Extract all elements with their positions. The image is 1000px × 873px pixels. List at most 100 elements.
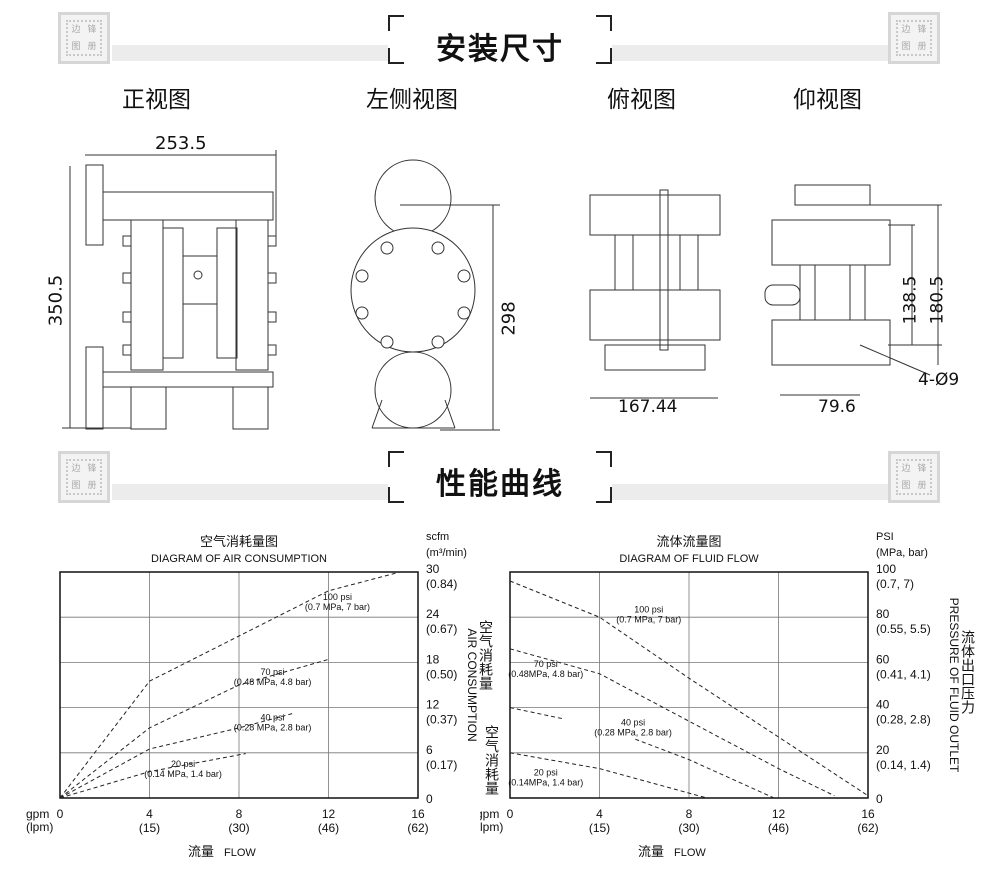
x-tick-label-lpm: (30) — [678, 821, 699, 835]
x-tick-label: 0 — [507, 807, 514, 821]
bracket-corner — [388, 48, 404, 64]
manifold-top — [771, 219, 891, 266]
manifold-bottom — [102, 371, 274, 388]
y-unit: PSI — [876, 531, 894, 543]
series-line-100-psi — [509, 580, 869, 797]
chart-title: DIAGRAM OF AIR CONSUMPTION — [151, 553, 327, 565]
series-label: 40 psi — [261, 712, 285, 722]
series-sublabel: (0.28 MPa, 2.8 bar) — [234, 722, 312, 732]
manifold-top — [589, 194, 721, 236]
y-tick-label: 18 — [426, 652, 440, 666]
chamber — [614, 234, 634, 291]
y-unit: scfm — [426, 531, 449, 543]
bottom-view-label: 仰视图 — [793, 87, 862, 113]
series-label: 70 psi — [261, 667, 285, 677]
x-tick-label-lpm: (62) — [857, 821, 878, 835]
leader-line — [859, 344, 931, 376]
center-rod — [659, 189, 669, 351]
y-tick-label: 12 — [426, 698, 440, 712]
flange — [794, 184, 871, 206]
bracket-corner — [596, 451, 612, 467]
manifold-bottom — [771, 319, 891, 366]
y-tick-label-2: (0.84) — [426, 577, 457, 591]
series-line-70-psi — [509, 648, 835, 797]
stand — [371, 399, 456, 429]
bracket-corner — [596, 15, 612, 31]
foot — [232, 386, 269, 430]
x-tick-label: 16 — [861, 807, 875, 821]
y-unit-2: (m³/min) — [426, 547, 467, 559]
bracket-corner — [388, 15, 404, 31]
series-line-100-psi — [59, 571, 401, 799]
y-tick-label: 0 — [876, 792, 883, 806]
x-tick-label: 4 — [146, 807, 153, 821]
logo-char: 图 — [71, 481, 81, 491]
chamber-right — [235, 219, 269, 371]
brand-logo: 边锋图册 — [58, 451, 110, 503]
port-outline — [374, 159, 452, 237]
logo-char: 册 — [87, 481, 97, 491]
flange — [604, 344, 706, 371]
technical-drawings — [62, 150, 942, 431]
x-tick-label: 12 — [322, 807, 336, 821]
bolts — [122, 235, 277, 356]
series-sublabel: (0.7 MPa, 7 bar) — [305, 602, 370, 612]
brand-logo: 边锋图册 — [888, 451, 940, 503]
x-tick-label-lpm: (30) — [228, 821, 249, 835]
x-label: FLOW — [224, 847, 256, 859]
logo-char: 锋 — [917, 464, 927, 474]
y-label-cn: 空气消耗量 — [478, 620, 494, 690]
series-line-20-psi — [59, 753, 246, 799]
logo-char: 册 — [87, 42, 97, 52]
chamber — [679, 234, 699, 291]
series-line-40-psi — [509, 707, 564, 720]
logo-char: 边 — [71, 25, 81, 35]
chamber-left — [130, 219, 164, 371]
series-line-70-psi — [59, 658, 329, 799]
y-tick-label-2: (0.14, 1.4) — [876, 758, 931, 772]
bottom-view-drawing — [764, 184, 942, 396]
dim-bottom-outer-height: 180.5 — [927, 275, 948, 325]
chamber — [799, 264, 816, 321]
section-title-performance: 性能曲线 — [388, 459, 612, 503]
dim-side-height: 298 — [498, 301, 520, 336]
y-tick-label: 80 — [876, 607, 890, 621]
logo-char: 册 — [917, 481, 927, 491]
plot-frame — [509, 571, 869, 799]
y-tick-label-2: (0.41, 4.1) — [876, 667, 931, 681]
logo-char: 图 — [901, 42, 911, 52]
logo-char: 边 — [901, 464, 911, 474]
chart-title-cn: 空气消耗量图 — [200, 534, 278, 549]
series-sublabel: (0.48 MPa, 4.8 bar) — [234, 677, 312, 687]
x-label-cn: 流量 — [188, 844, 214, 859]
series-label: 100 psi — [323, 592, 352, 602]
manifold-top — [102, 191, 274, 221]
series-label: 40 psi — [621, 718, 645, 728]
logo-char: 边 — [71, 464, 81, 474]
side-view-drawing — [350, 159, 500, 431]
dim-bottom-inner-height: 138.5 — [900, 275, 921, 325]
front-view-drawing — [62, 150, 277, 430]
series-sublabel: (0.7 MPa, 7 bar) — [616, 615, 681, 625]
bolts — [355, 241, 471, 349]
dim-top-width: 167.44 — [618, 397, 678, 417]
y-tick-label: 20 — [876, 743, 890, 757]
series-label: 70 psi — [534, 659, 558, 669]
y-tick-label: 60 — [876, 652, 890, 666]
diaphragm-left — [162, 227, 184, 359]
y-label: AIR CONSUMPTION — [465, 628, 479, 741]
series-line-40-psi — [59, 712, 296, 799]
y-tick-label-2: (0.55, 5.5) — [876, 622, 931, 636]
x-tick-label: 16 — [411, 807, 425, 821]
x-tick-label: 4 — [596, 807, 603, 821]
y-label: PRESSURE OF FLUID OUTLET — [947, 598, 961, 773]
logo-char: 边 — [901, 25, 911, 35]
x-unit: gpm — [26, 807, 49, 821]
series-sublabel: (0.14MPa, 1.4 bar) — [508, 777, 583, 787]
dim-front-width: 253.5 — [155, 133, 207, 154]
x-tick-label-lpm: (62) — [407, 821, 428, 835]
x-label: FLOW — [674, 847, 706, 859]
logo-char: 锋 — [87, 25, 97, 35]
x-unit-2: (lpm) — [480, 820, 503, 834]
top-view-label: 俯视图 — [607, 87, 676, 113]
